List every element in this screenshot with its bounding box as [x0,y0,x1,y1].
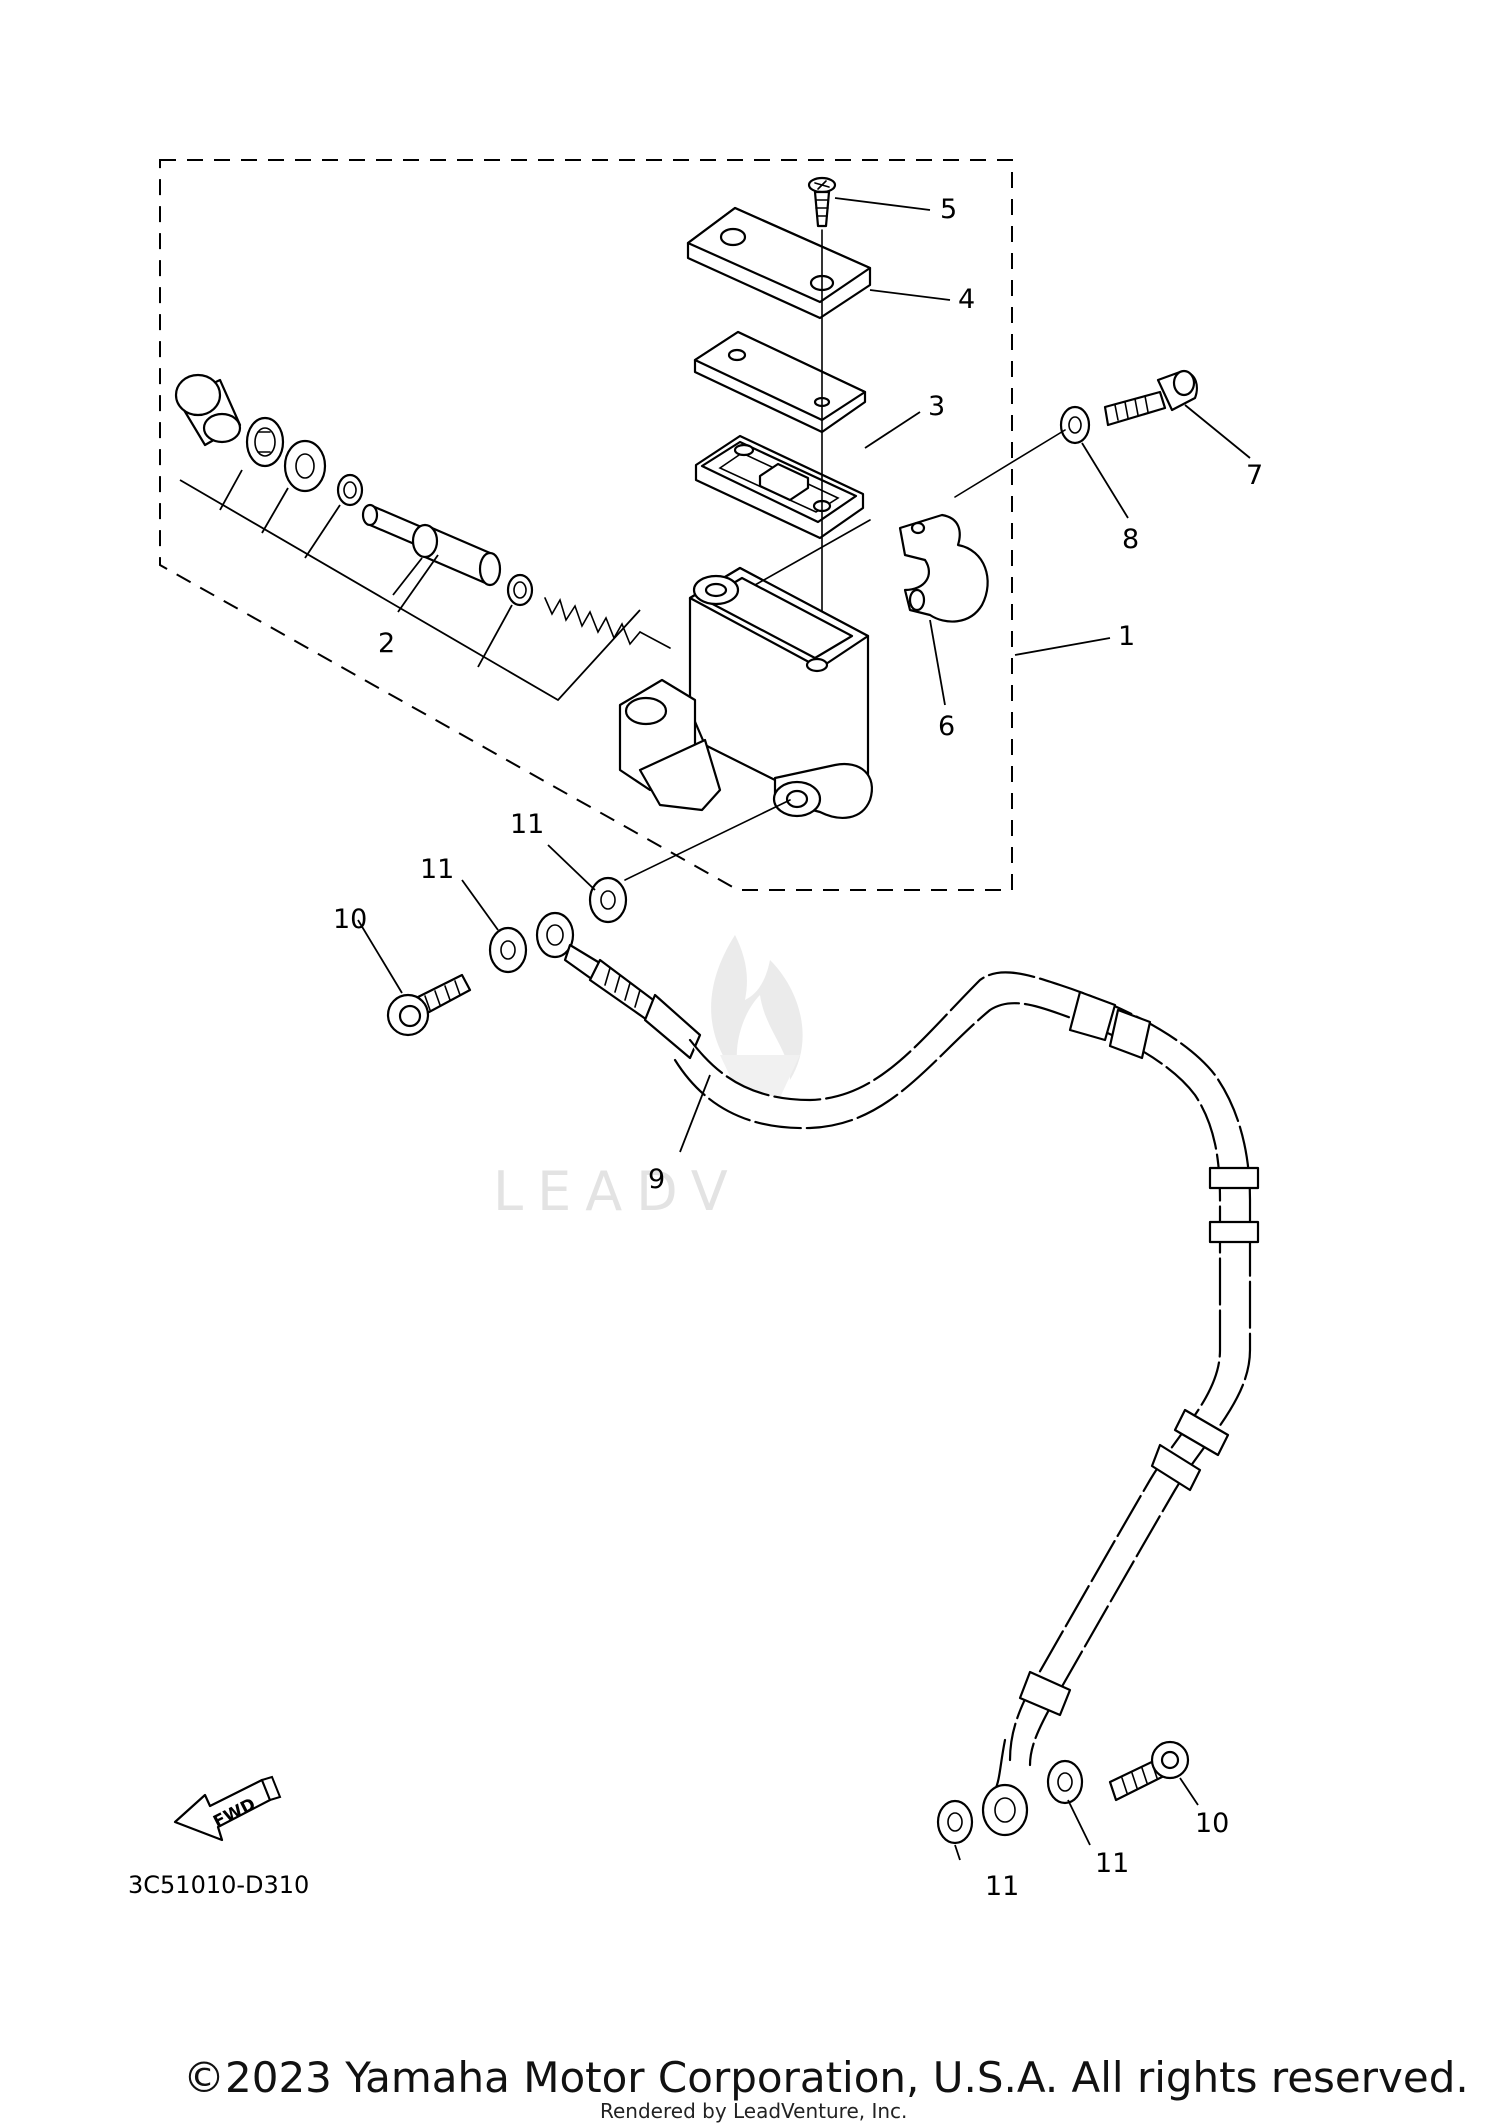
banjo-bolt-lower-part [1108,1740,1190,1802]
bolt-assembly-guide [954,429,1066,498]
washer-8-part [1059,405,1091,445]
diaphragm-plate-part [693,330,867,434]
brake-hose-part [535,911,1260,1837]
callout-1: 1 [1118,621,1135,652]
piston-part [361,503,502,587]
screw-part [807,176,837,228]
fwd-arrow-icon: FWD [173,1775,282,1842]
copyright-text: ©2023 Yamaha Motor Corporation, U.S.A. A… [183,2053,1469,2102]
boot-part [336,473,364,507]
piston-kit-leaders [179,469,641,702]
callout-6: 6 [938,711,955,742]
reservoir-cap-part [686,206,872,320]
callout-11-a: 11 [510,809,544,840]
rendered-by-text: Rendered by LeadVenture, Inc. [600,2099,907,2123]
washer-11a-part [488,926,528,974]
callout-7: 7 [1246,460,1263,491]
piston-cup-part [174,373,242,447]
spring-part [544,597,671,649]
callout-3: 3 [928,391,945,422]
callout-11-d: 11 [985,1871,1019,1902]
holder-guide [754,519,871,586]
assembly-boundary [159,159,1013,891]
callout-11-b: 11 [420,854,454,885]
callout-9: 9 [648,1164,665,1195]
callout-2: 2 [378,628,395,659]
secondary-cup-part [506,573,534,607]
banjo-upper-guide [624,799,791,881]
callout-4: 4 [958,284,975,315]
diagram-code: 3C51010-D310 [128,1871,309,1899]
callout-leaders [357,197,1251,1861]
callout-5: 5 [940,194,957,225]
bolt-part [1103,369,1198,427]
circlip-part [245,416,285,468]
washer-11d-part [1046,1759,1084,1805]
holder-part [898,513,989,623]
washer-11b-part [588,876,628,924]
callout-10-b: 10 [1195,1808,1229,1839]
callout-11-c: 11 [1095,1848,1129,1879]
washer-11c-part [936,1799,974,1845]
banjo-bolt-upper-part [386,973,472,1037]
diaphragm-part [694,434,865,540]
master-cylinder-body-part [618,566,873,819]
callout-10-a: 10 [333,904,367,935]
callout-8: 8 [1122,524,1139,555]
washer-part [283,439,327,493]
